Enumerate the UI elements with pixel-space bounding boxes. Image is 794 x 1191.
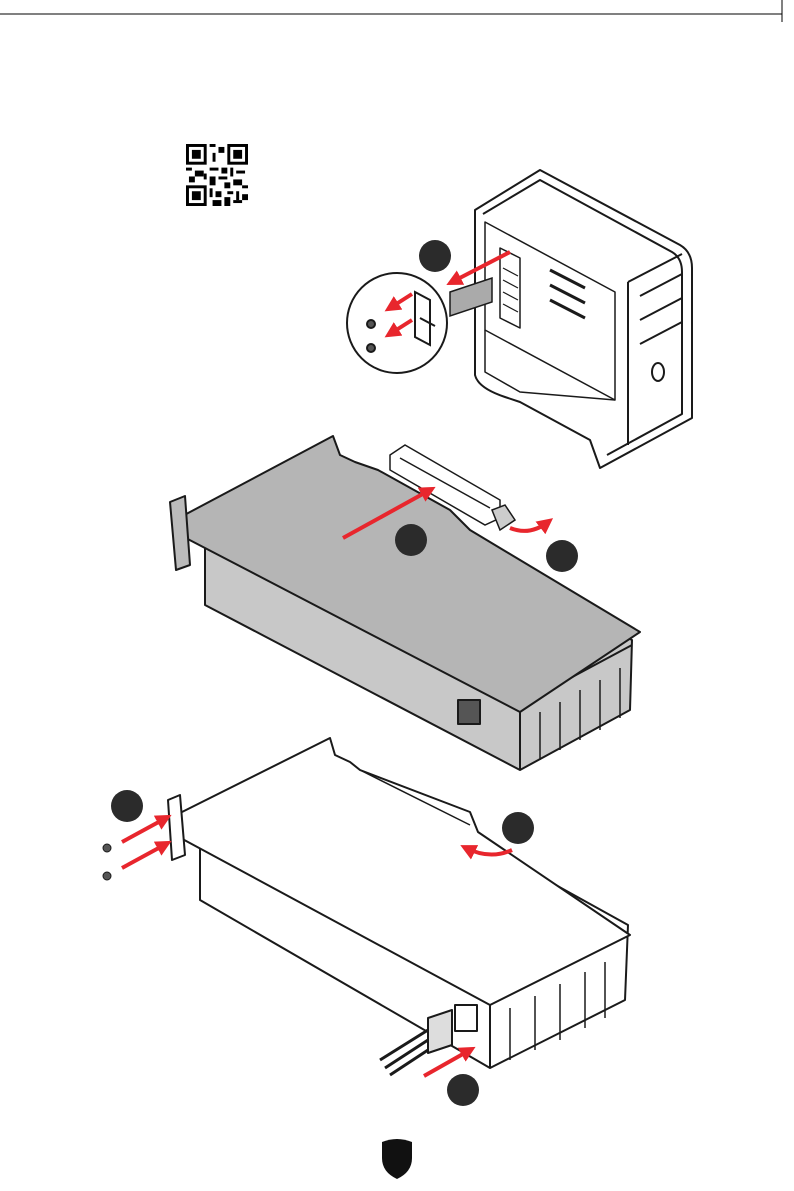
step-marker-icon bbox=[111, 790, 143, 822]
step-marker-icon bbox=[395, 524, 427, 556]
graphics-card-middle bbox=[170, 436, 640, 770]
step-marker-icon bbox=[447, 1074, 479, 1106]
slot-cover-zoom bbox=[347, 273, 447, 373]
pc-case bbox=[475, 170, 692, 468]
graphics-card-bottom bbox=[168, 738, 630, 1075]
step-marker-icon bbox=[546, 540, 578, 572]
shield-logo-icon bbox=[380, 1138, 414, 1180]
bottom-screws bbox=[103, 844, 111, 880]
step-marker-icon bbox=[419, 240, 451, 272]
step-marker-icon bbox=[502, 812, 534, 844]
